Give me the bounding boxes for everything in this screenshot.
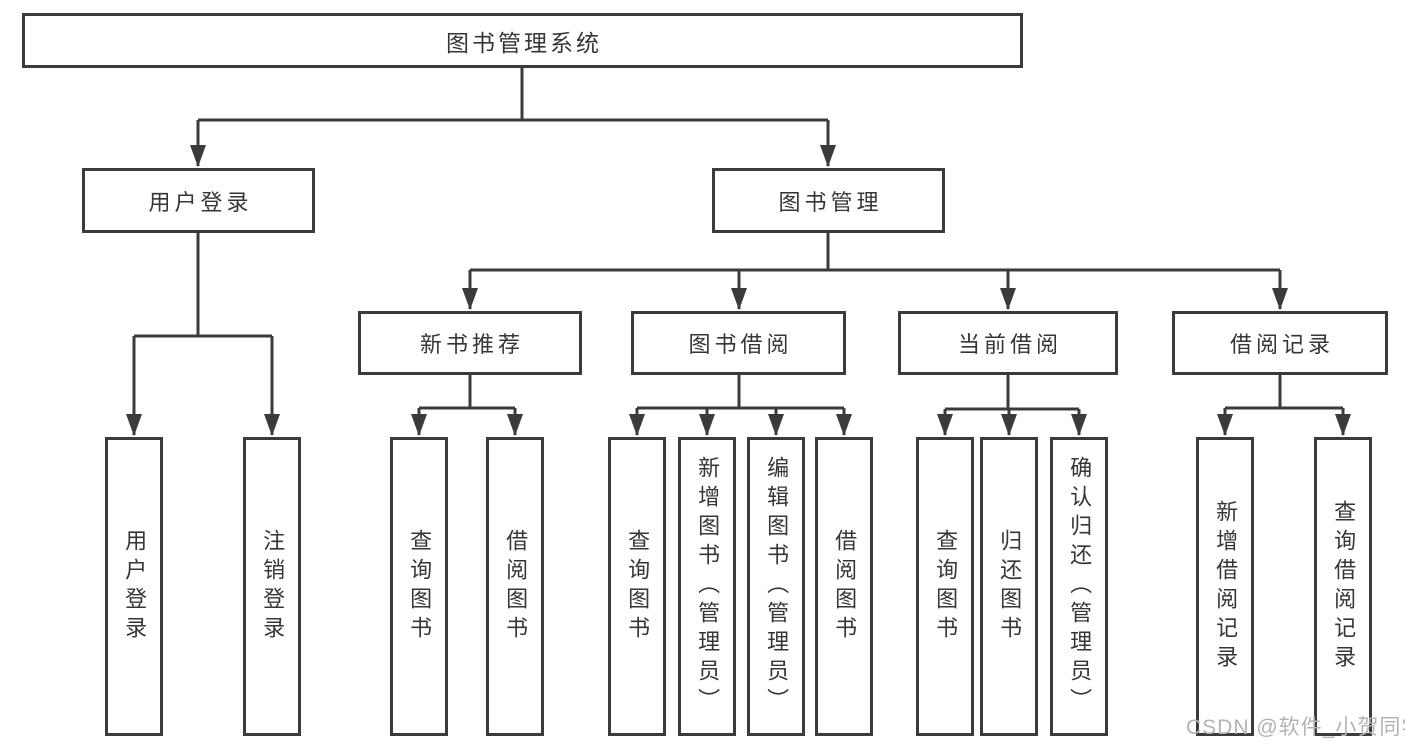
- node-label: 注销登录: [260, 528, 286, 645]
- leaf-cb-confirm-return-admin: 确认归还（管理员）: [1050, 437, 1108, 736]
- node-borrow-records: 借阅记录: [1172, 311, 1388, 375]
- leaf-rec-query-book: 查询图书: [390, 437, 448, 736]
- node-label: 借阅记录: [1229, 332, 1334, 357]
- leaf-bb-add-book-admin: 新增图书（管理员）: [678, 437, 736, 736]
- node-user-login: 用户登录: [82, 168, 315, 233]
- node-label: 新书推荐: [419, 332, 524, 357]
- leaf-rec-borrow-book: 借阅图书: [486, 437, 544, 736]
- leaf-br-add-record: 新增借阅记录: [1196, 437, 1254, 736]
- leaf-bb-edit-book-admin: 编辑图书（管理员）: [747, 437, 805, 736]
- node-label: 借阅图书: [503, 528, 529, 645]
- node-label: 图书借阅: [688, 332, 793, 357]
- leaf-br-query-record: 查询借阅记录: [1314, 437, 1372, 736]
- node-label: 新增借阅记录: [1213, 499, 1239, 674]
- node-root-book-management-system: 图书管理系统: [22, 13, 1023, 68]
- node-book-management: 图书管理: [712, 168, 945, 233]
- leaf-bb-borrow-book: 借阅图书: [815, 437, 873, 736]
- connector-group: [126, 68, 1351, 436]
- node-label: 用户登录: [122, 528, 148, 645]
- node-label: 借阅图书: [832, 528, 858, 645]
- leaf-logout: 注销登录: [243, 437, 301, 736]
- node-label: 查询图书: [407, 528, 433, 645]
- node-label: 查询图书: [933, 528, 959, 645]
- node-label: 图书管理系统: [446, 29, 602, 56]
- leaf-user-login: 用户登录: [105, 437, 163, 736]
- node-label: 查询借阅记录: [1331, 499, 1357, 674]
- csdn-watermark: CSDN @软件_小贺同学: [1186, 716, 1405, 739]
- node-label: 图书管理: [778, 189, 883, 215]
- leaf-cb-query-book: 查询图书: [916, 437, 974, 736]
- node-label: 编辑图书（管理员）: [764, 456, 790, 717]
- node-label: 查询图书: [625, 528, 651, 645]
- leaf-bb-query-book: 查询图书: [608, 437, 666, 736]
- node-label: 新增图书（管理员）: [695, 456, 721, 717]
- node-label: 归还图书: [997, 528, 1023, 645]
- node-label: 用户登录: [148, 189, 253, 215]
- node-book-borrow: 图书借阅: [631, 311, 846, 375]
- leaf-cb-return-book: 归还图书: [980, 437, 1038, 736]
- node-new-book-recommend: 新书推荐: [358, 311, 582, 375]
- node-current-borrow: 当前借阅: [898, 311, 1118, 375]
- node-label: 确认归还（管理员）: [1067, 456, 1093, 717]
- node-label: 当前借阅: [957, 332, 1062, 357]
